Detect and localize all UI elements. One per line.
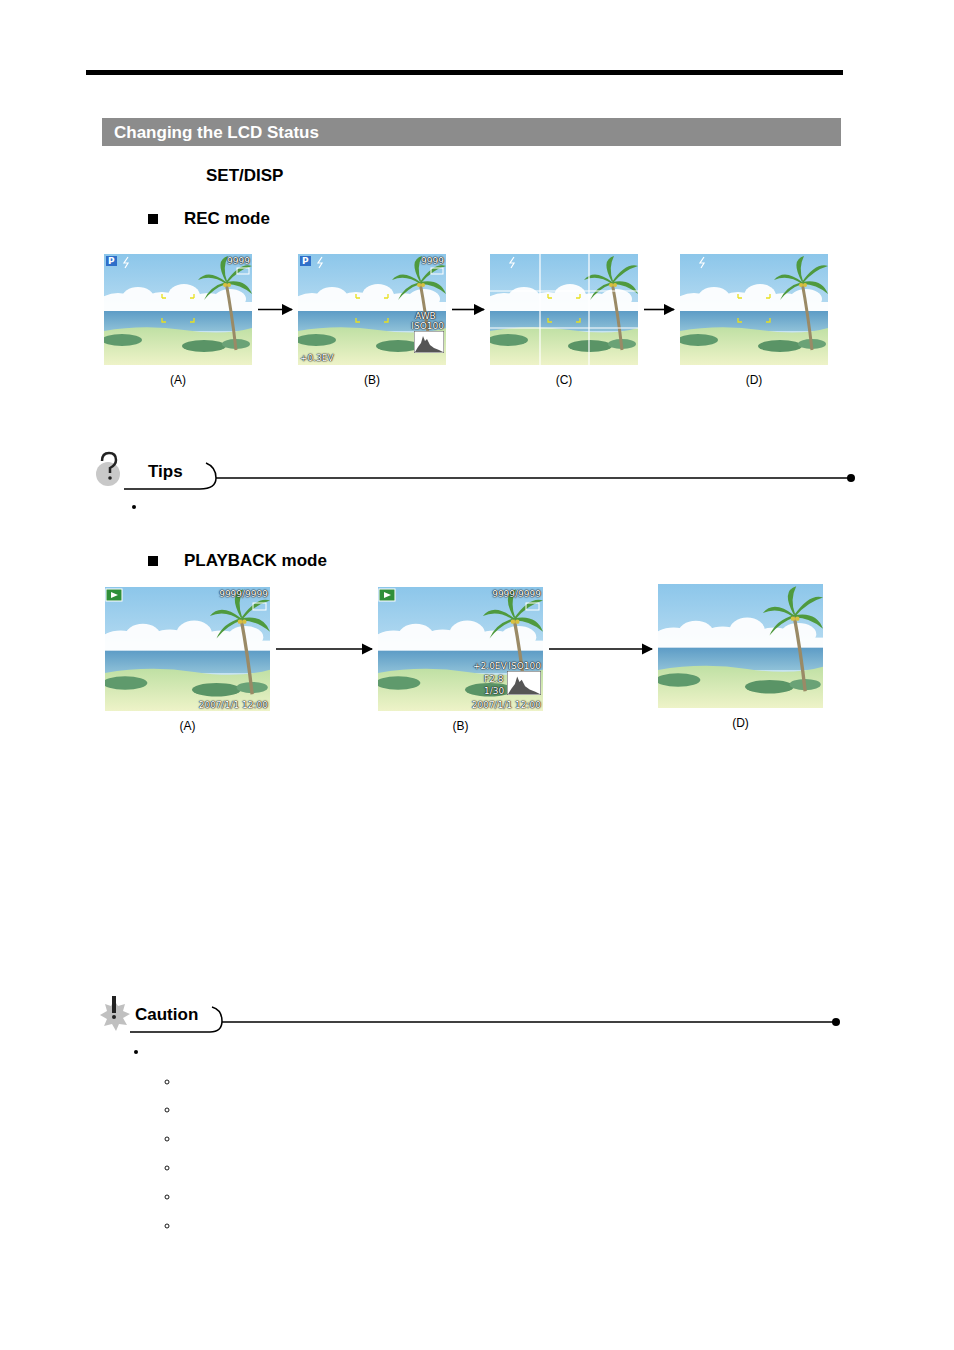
mode-heading: PLAYBACK mode <box>184 551 327 571</box>
sequence-arrow <box>452 309 484 311</box>
sequence-arrow <box>549 648 652 650</box>
screen-readout: 2007/1/1 12:00 <box>199 700 268 710</box>
lcd-screen: P9999(A) <box>104 254 252 365</box>
screen-readout: +2.0EV <box>473 661 507 671</box>
caution-heading: Caution <box>135 1005 198 1025</box>
screen-caption: (D) <box>732 716 749 730</box>
screen-caption: (D) <box>746 373 763 387</box>
screen-readout: +0.3EV <box>300 353 334 363</box>
tips-heading: Tips <box>148 462 183 482</box>
screen-caption: (C) <box>556 373 573 387</box>
lcd-screen: 9999/99992007/1/1 12:00(A) <box>105 587 270 711</box>
lcd-screen: 9999/9999 +2.0EVISO100F2.8 1/30 2007/1/1 12… <box>378 587 543 711</box>
screen-readout: 9999/9999 <box>492 589 541 599</box>
bullet-square <box>148 214 158 224</box>
lcd-screen: (D) <box>680 254 828 365</box>
section-banner <box>102 118 841 146</box>
screen-readout: 2007/1/1 12:00 <box>472 700 541 710</box>
screen-readout: 1/30 <box>484 686 504 696</box>
sequence-arrow <box>644 309 674 311</box>
playback-screens <box>101 584 823 711</box>
lcd-screen: (D) <box>658 584 823 708</box>
screen-caption: (B) <box>364 373 380 387</box>
section-title: Changing the LCD Status <box>114 123 319 143</box>
caution-marker <box>100 996 840 1228</box>
screen-readout: ISO100 <box>508 661 541 671</box>
screen-readout: P <box>106 256 117 266</box>
screen-readout: AWB <box>415 311 436 321</box>
screen-caption: (B) <box>453 719 469 733</box>
screen-caption: (A) <box>170 373 186 387</box>
button-name: SET/DISP <box>206 166 283 186</box>
screen-readout: P <box>300 256 311 266</box>
top-rule <box>86 70 843 75</box>
sequence-arrow <box>258 309 292 311</box>
mode-heading: REC mode <box>184 209 270 229</box>
rec-screens <box>100 254 828 365</box>
lcd-screen: P9999AWBISO100+0.3EV(B) <box>298 254 446 365</box>
bullet-square <box>148 556 158 566</box>
screen-readout: F2.8 <box>484 674 504 684</box>
screen-readout: 9999 <box>421 256 444 266</box>
sequence-arrow <box>276 648 372 650</box>
screen-readout: 9999 <box>227 256 250 266</box>
screen-readout: 9999/9999 <box>219 589 268 599</box>
screen-caption: (A) <box>180 719 196 733</box>
tips-marker <box>96 453 855 509</box>
lcd-screen: (C) <box>490 254 638 365</box>
screen-readout: ISO100 <box>411 321 444 331</box>
